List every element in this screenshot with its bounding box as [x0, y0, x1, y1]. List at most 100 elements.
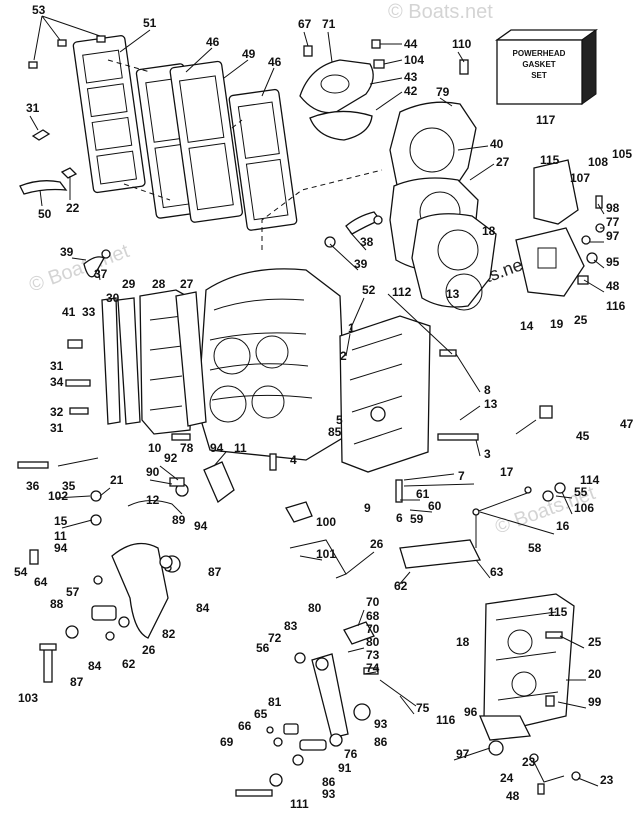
callout-label: 100 [316, 515, 336, 529]
leader-lines [29, 15, 605, 787]
callout-label: 73 [366, 648, 380, 662]
thermostat-housing [299, 39, 469, 141]
callout-label: 87 [208, 565, 222, 579]
callout-label: 8 [484, 383, 491, 397]
callout-label: 11 [234, 441, 247, 455]
callout-label: 105 [612, 147, 632, 161]
callout-label: 84 [88, 659, 102, 673]
callout-label: 86 [374, 735, 388, 749]
callout-label: 96 [464, 705, 478, 719]
linkage-right [399, 405, 566, 569]
callout-label: 40 [490, 137, 504, 151]
callout-label: 2 [340, 349, 347, 363]
callout-label: 16 [556, 519, 570, 533]
callout-label: 83 [284, 619, 298, 633]
callout-label: 15 [54, 514, 68, 528]
gasket-set-box: POWERHEAD GASKET SET [494, 29, 599, 105]
callout-label: 98 [606, 201, 620, 215]
callout-label: 71 [322, 17, 336, 31]
exhaust-covers [101, 289, 207, 435]
callout-labels: 53 51 46 49 46 67 71 44 104 110 43 42 79… [14, 3, 634, 811]
callout-label: 70 [366, 595, 380, 609]
callout-label: 24 [500, 771, 514, 785]
callout-label: 27 [496, 155, 510, 169]
callout-label: 29 [122, 277, 136, 291]
callout-label: 19 [550, 317, 564, 331]
callout-label: 59 [410, 512, 424, 526]
callout-label: 6 [396, 511, 403, 525]
callout-label: 62 [394, 579, 408, 593]
callout-label: 86 [322, 775, 336, 789]
callout-label: 70 [366, 622, 380, 636]
callout-label: 82 [162, 627, 176, 641]
callout-label: 61 [416, 487, 430, 501]
callout-label: 111 [290, 797, 309, 811]
callout-label: 43 [404, 70, 418, 84]
callout-label: 31 [50, 359, 64, 373]
callout-label: 42 [404, 84, 418, 98]
callout-label: 9 [364, 501, 371, 515]
callout-label: 93 [374, 717, 388, 731]
callout-label: 72 [268, 631, 282, 645]
watermark-left: © Boats.net [26, 240, 132, 297]
callout-label: 79 [436, 85, 450, 99]
callout-label: 46 [206, 35, 220, 49]
callout-label: 75 [416, 701, 430, 715]
callout-label: 45 [576, 429, 590, 443]
callout-label: 1 [348, 321, 355, 335]
callout-label: 108 [588, 155, 608, 169]
callout-label: 115 [540, 153, 560, 167]
callout-label: 94 [54, 541, 68, 555]
callout-label: 87 [70, 675, 84, 689]
callout-label: 18 [482, 224, 496, 238]
callout-label: 99 [588, 695, 602, 709]
callout-label: 46 [268, 55, 282, 69]
callout-label: 31 [50, 421, 64, 435]
callout-label: 94 [210, 441, 224, 455]
crankcase-block [197, 169, 431, 473]
callout-label: 27 [180, 277, 194, 291]
callout-label: 12 [146, 493, 160, 507]
callout-label: 94 [194, 519, 208, 533]
intake-plates [72, 35, 298, 231]
callout-label: 20 [588, 667, 602, 681]
callout-label: 69 [220, 735, 234, 749]
lower-bearing-housing [479, 593, 581, 795]
callout-label: 84 [196, 601, 210, 615]
callout-label: 90 [146, 465, 160, 479]
callout-label: 89 [172, 513, 186, 527]
callout-label: 32 [50, 405, 64, 419]
callout-label: 39 [354, 257, 368, 271]
linkage-left [91, 461, 235, 639]
callout-label: 21 [110, 473, 124, 487]
callout-label: 31 [26, 101, 40, 115]
callout-label: 39 [60, 245, 74, 259]
callout-label: 26 [142, 643, 156, 657]
callout-label: 37 [94, 267, 108, 281]
callout-label: 60 [428, 499, 442, 513]
callout-label: 25 [588, 635, 602, 649]
callout-label: 74 [366, 661, 380, 675]
callout-label: 81 [268, 695, 282, 709]
callout-label: 10 [148, 441, 162, 455]
callout-label: 78 [180, 441, 194, 455]
callout-label: 97 [606, 229, 620, 243]
callout-label: 13 [446, 287, 460, 301]
callout-label: 13 [484, 397, 498, 411]
callout-label: 92 [164, 451, 178, 465]
gasket-box-line-1: POWERHEAD [513, 49, 566, 58]
callout-label: 68 [366, 609, 380, 623]
callout-label: 5 [336, 413, 343, 427]
callout-label: 44 [404, 37, 418, 51]
top-left-hardware [19, 35, 106, 195]
callout-label: 112 [392, 285, 412, 299]
callout-label: 14 [520, 319, 534, 333]
callout-label: 25 [574, 313, 588, 327]
callout-label: 77 [606, 215, 620, 229]
callout-label: 33 [82, 305, 96, 319]
callout-label: 57 [66, 585, 80, 599]
callout-label: 48 [506, 789, 520, 803]
callout-label: 22 [66, 201, 80, 215]
callout-label: 52 [362, 283, 376, 297]
